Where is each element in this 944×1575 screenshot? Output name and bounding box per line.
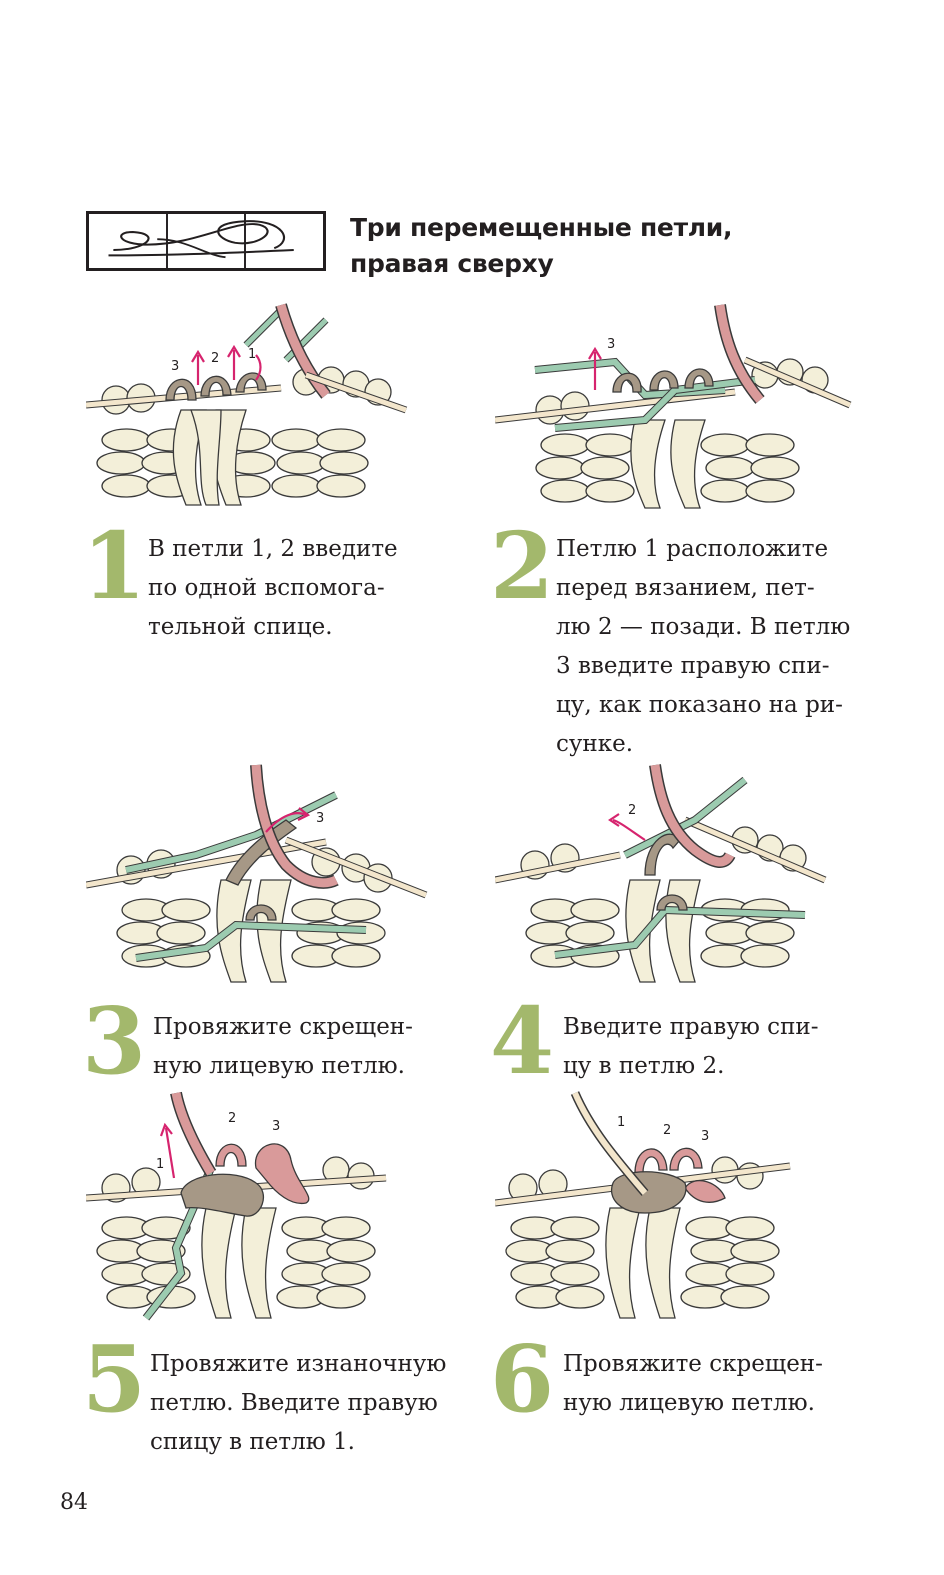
step-2-line: цу, как показано на ри- xyxy=(556,692,843,718)
step-6-label-3: 3 xyxy=(701,1129,709,1144)
step-2-line: лю 2 — позади. В петлю xyxy=(556,614,851,640)
title-line-2: правая сверху xyxy=(350,249,554,278)
step-1-line: В петли 1, 2 введите xyxy=(148,536,398,562)
step-6-label-2: 2 xyxy=(663,1123,671,1138)
step-1-label-3: 3 xyxy=(171,359,179,374)
step-1-label-1: 1 xyxy=(248,347,256,362)
page-title: Три перемещенные петли, правая сверху xyxy=(350,210,850,282)
step-5-illustration: 1 2 3 xyxy=(86,1088,396,1323)
step-5-label-1: 1 xyxy=(156,1157,164,1172)
step-2-line: 3 введите правую спи- xyxy=(556,653,830,679)
step-6-illustration: 1 2 3 xyxy=(495,1088,795,1323)
step-3-line: ную лицевую петлю. xyxy=(153,1053,405,1079)
step-2-line: перед вязанием, пет- xyxy=(556,575,815,601)
step-4-line: Введите правую спи- xyxy=(563,1014,819,1040)
step-number-3: 3 xyxy=(82,987,147,1095)
step-1-label-2: 2 xyxy=(211,351,219,366)
step-2-line: сунке. xyxy=(556,731,634,757)
step-1-line: тельной спице. xyxy=(148,614,333,640)
step-text-6: Провяжите скрещен- ную лицевую петлю. xyxy=(563,1345,823,1423)
step-number-1: 1 xyxy=(82,512,147,620)
title-line-1: Три перемещенные петли, xyxy=(350,213,733,242)
step-3-line: Провяжите скрещен- xyxy=(153,1014,413,1040)
step-5-label-3: 3 xyxy=(272,1119,280,1134)
step-2-illustration: 3 xyxy=(495,300,855,515)
page-number: 84 xyxy=(60,1490,88,1515)
step-number-2: 2 xyxy=(490,512,555,620)
step-4-label-2: 2 xyxy=(628,803,636,818)
step-text-4: Введите правую спи- цу в петлю 2. xyxy=(563,1008,819,1086)
step-1-illustration: 3 2 1 xyxy=(86,300,416,515)
step-text-1: В петли 1, 2 введите по одной вспомога- … xyxy=(148,530,398,647)
step-number-6: 6 xyxy=(490,1325,555,1433)
step-6-label-1: 1 xyxy=(617,1115,625,1130)
step-6-line: ную лицевую петлю. xyxy=(563,1390,815,1416)
step-2-line: Петлю 1 расположите xyxy=(556,536,829,562)
step-text-3: Провяжите скрещен- ную лицевую петлю. xyxy=(153,1008,413,1086)
step-number-4: 4 xyxy=(490,987,555,1095)
step-5-line: спицу в петлю 1. xyxy=(150,1429,355,1455)
step-text-5: Провяжите изнаночную петлю. Введите прав… xyxy=(150,1345,446,1462)
step-6-line: Провяжите скрещен- xyxy=(563,1351,823,1377)
step-1-line: по одной вспомога- xyxy=(148,575,385,601)
step-3-label-3: 3 xyxy=(316,811,324,826)
step-5-line: петлю. Введите правую xyxy=(150,1390,438,1416)
step-3-illustration: 3 xyxy=(86,760,431,990)
step-4-line: цу в петлю 2. xyxy=(563,1053,725,1079)
step-number-5: 5 xyxy=(82,1325,147,1433)
step-5-label-2: 2 xyxy=(228,1111,236,1126)
cable-symbol-icon xyxy=(86,211,326,271)
step-4-illustration: 2 xyxy=(495,760,835,990)
step-text-2: Петлю 1 расположите перед вязанием, пет-… xyxy=(556,530,850,764)
step-2-label-3: 3 xyxy=(607,337,615,352)
step-5-line: Провяжите изнаночную xyxy=(150,1351,447,1377)
